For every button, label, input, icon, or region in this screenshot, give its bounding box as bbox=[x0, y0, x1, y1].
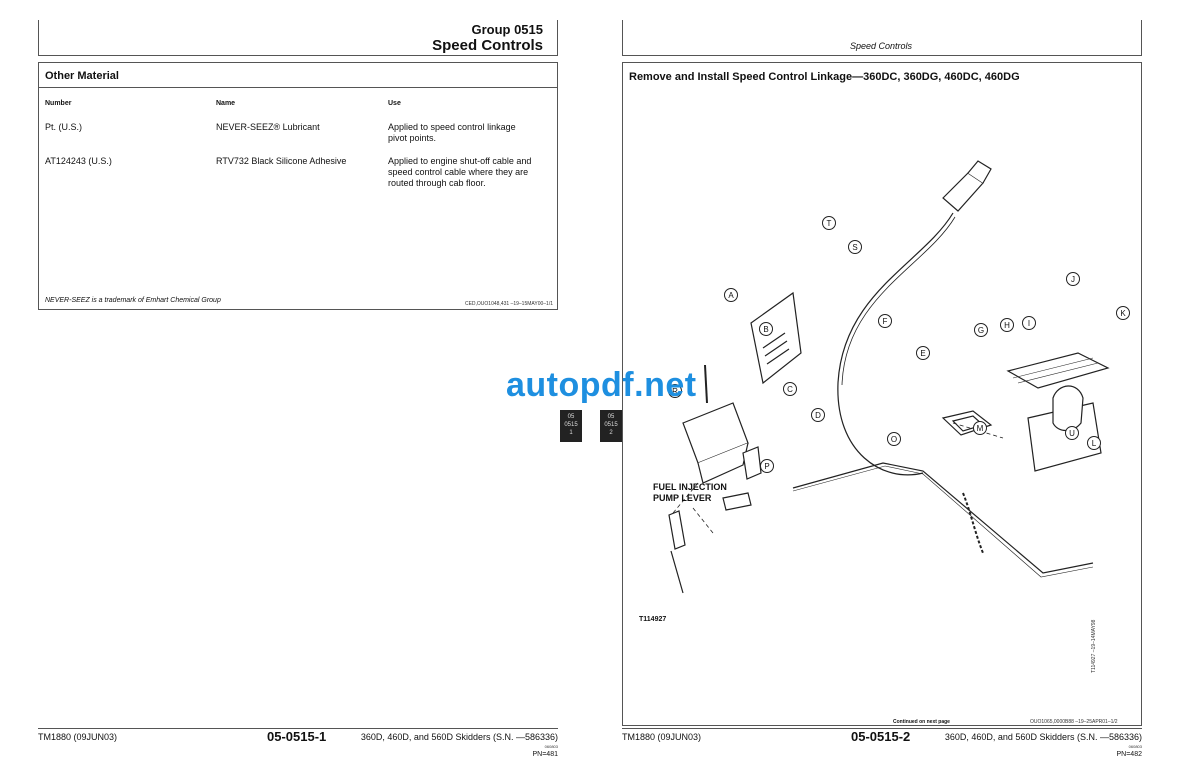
svg-text:D: D bbox=[815, 411, 821, 420]
svg-text:L: L bbox=[1092, 439, 1097, 448]
left-ref-code: CED,OUO1048,431 –19–15MAY00–1/1 bbox=[464, 301, 553, 307]
right-footer-title: 360D, 460D, and 560D Skidders (S.N. —586… bbox=[944, 732, 1142, 742]
svg-text:G: G bbox=[978, 326, 984, 335]
callout-c: C bbox=[783, 382, 797, 396]
trademark-note: NEVER-SEEZ is a trademark of Emhart Chem… bbox=[45, 297, 221, 304]
col-use-header: Use bbox=[388, 100, 401, 107]
row-2-number: AT124243 (U.S.) bbox=[45, 156, 112, 166]
right-header-title: Speed Controls bbox=[850, 41, 913, 51]
callout-j: J bbox=[1066, 272, 1080, 286]
row-1-name: NEVER-SEEZ® Lubricant bbox=[216, 122, 320, 132]
svg-text:O: O bbox=[891, 435, 897, 444]
right-footer-manual: TM1880 (09JUN03) bbox=[622, 732, 702, 742]
callout-b: B bbox=[759, 322, 773, 336]
svg-text:H: H bbox=[1004, 321, 1010, 330]
svg-text:R: R bbox=[672, 387, 678, 396]
col-name-header: Name bbox=[216, 100, 236, 107]
chain-m bbox=[962, 492, 984, 554]
left-footer-small: 060803 bbox=[544, 744, 558, 749]
other-material-box: Other Material Number Name Use Pt. (U.S.… bbox=[38, 62, 558, 310]
speed-control-linkage-diagram: T S A B C R D F E G H I J K L M U O P bbox=[668, 160, 1130, 594]
callout-s: S bbox=[848, 240, 862, 254]
right-page-number: 05-0515-2 bbox=[851, 729, 911, 744]
figure-id: T114927 bbox=[639, 616, 667, 623]
callout-f: F bbox=[878, 314, 892, 328]
section-title: Remove and Install Speed Control Linkage… bbox=[629, 71, 1020, 83]
row-2-use: Applied to engine shut-off cable and spe… bbox=[388, 156, 532, 188]
rod-o bbox=[792, 462, 1094, 574]
box-title: Other Material bbox=[45, 70, 119, 82]
svg-text:M: M bbox=[977, 424, 984, 433]
svg-text:P: P bbox=[764, 462, 769, 471]
svg-text:T: T bbox=[827, 219, 832, 228]
callout-h: H bbox=[1000, 318, 1014, 332]
callout-e: E bbox=[916, 346, 930, 360]
left-section-tab[interactable]: 05 0515 1 bbox=[560, 410, 582, 442]
callout-o: O bbox=[887, 432, 901, 446]
col-number-header: Number bbox=[45, 100, 72, 107]
svg-text:S: S bbox=[852, 243, 857, 252]
right-ref-code: OUO1065,0000B88 –19–25APR01–1/2 bbox=[1030, 719, 1118, 725]
left-footer-pn: PN=481 bbox=[532, 751, 559, 758]
svg-text:K: K bbox=[1120, 309, 1126, 318]
callout-k: K bbox=[1116, 306, 1130, 320]
svg-text:U: U bbox=[1069, 429, 1075, 438]
svg-text:B: B bbox=[763, 325, 768, 334]
row-1-number: Pt. (U.S.) bbox=[45, 122, 83, 132]
callout-p: P bbox=[760, 459, 774, 473]
continued-note: Continued on next page bbox=[893, 719, 950, 725]
svg-text:J: J bbox=[1071, 275, 1075, 284]
figure-box: Remove and Install Speed Control Linkage… bbox=[622, 62, 1142, 726]
pump-lever bbox=[668, 510, 686, 550]
watermark: autopdf.net bbox=[506, 366, 697, 404]
group-label: Group 0515 bbox=[471, 22, 543, 37]
plate-t bbox=[750, 291, 802, 385]
callout-l: L bbox=[1087, 436, 1101, 450]
callout-r: R bbox=[668, 384, 682, 398]
callout-i: I bbox=[1022, 316, 1036, 330]
callout-d: D bbox=[811, 408, 825, 422]
right-section-tab[interactable]: 05 0515 2 bbox=[600, 410, 622, 442]
svg-text:I: I bbox=[1028, 319, 1030, 328]
figure-label: FUEL INJECTION PUMP LEVER bbox=[653, 482, 727, 503]
svg-text:F: F bbox=[883, 317, 888, 326]
left-footer-title: 360D, 460D, and 560D Skidders (S.N. —586… bbox=[360, 732, 558, 742]
callout-u: U bbox=[1065, 426, 1079, 440]
callout-g: G bbox=[974, 323, 988, 337]
svg-text:E: E bbox=[920, 349, 925, 358]
callout-t: T bbox=[822, 216, 836, 230]
group-title: Speed Controls bbox=[432, 37, 543, 54]
svg-text:A: A bbox=[728, 291, 734, 300]
left-page-number: 05-0515-1 bbox=[267, 729, 327, 744]
cable-f bbox=[837, 212, 954, 476]
right-footer-small: 060803 bbox=[1128, 744, 1142, 749]
left-footer-manual: TM1880 (09JUN03) bbox=[38, 732, 118, 742]
callout-m: M bbox=[973, 421, 987, 435]
row-1-use: Applied to speed control linkage pivot p… bbox=[388, 122, 516, 143]
callout-a: A bbox=[724, 288, 738, 302]
svg-text:C: C bbox=[787, 385, 793, 394]
row-2-name: RTV732 Black Silicone Adhesive bbox=[216, 156, 347, 166]
right-footer-pn: PN=482 bbox=[1116, 751, 1143, 758]
side-code: T114927 –19–14MAY98 bbox=[1091, 619, 1097, 673]
